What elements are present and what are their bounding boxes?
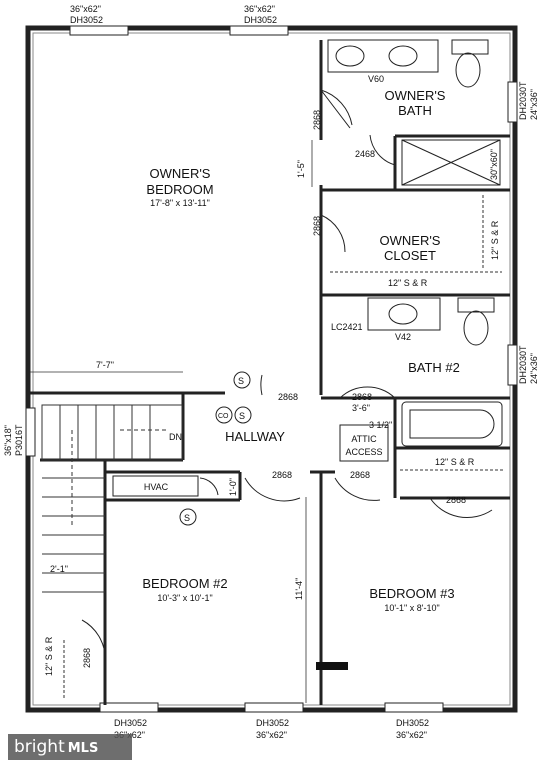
owners-bath-title-2: BATH xyxy=(398,103,432,118)
window-bottom2-size: 36"x62" xyxy=(256,730,287,740)
window-left-size: 36"x18" xyxy=(3,425,13,456)
owners-bedroom-title-2: BEDROOM xyxy=(146,182,213,197)
dim-1-5: 1'-5" xyxy=(296,160,306,178)
window-bottom2-code: DH3052 xyxy=(256,718,289,728)
attic-line-2: ACCESS xyxy=(345,447,382,457)
window-right2-code: DH2030T xyxy=(518,345,528,384)
hallway-title: HALLWAY xyxy=(225,429,285,444)
door-2468: 2468 xyxy=(355,149,375,159)
owners-bedroom-size: 17'-8" x 13'-11" xyxy=(150,198,210,208)
owners-closet-title-2: CLOSET xyxy=(384,248,436,263)
smoke-label-2: S xyxy=(239,411,245,421)
dimension-lines xyxy=(30,140,313,703)
smoke-label-3: S xyxy=(184,513,190,523)
co-label: CO xyxy=(218,413,229,420)
window-top2-code: DH3052 xyxy=(244,15,277,25)
door-bath2: 2868 xyxy=(352,392,372,402)
co-detector xyxy=(215,406,233,424)
fixtures xyxy=(112,39,503,497)
bedroom3-size: 10'-1" x 8'-10" xyxy=(384,603,439,613)
smoke-label-1: S xyxy=(238,376,244,386)
shelf-bedroom3: 12" S & R xyxy=(435,457,475,467)
detectors xyxy=(179,371,252,526)
dim-3-half: 3 1/2" xyxy=(369,420,392,430)
hvac-label: HVAC xyxy=(144,482,169,492)
window-left-code: P3016T xyxy=(14,424,24,456)
dim-2-1: 2'-1" xyxy=(50,564,68,574)
window-openings xyxy=(25,25,518,713)
shelf-closet-side: 12" S & R xyxy=(490,220,500,260)
dim-1-0: 1'-0" xyxy=(228,478,238,496)
dim-11-4: 11'-4" xyxy=(294,578,304,600)
shelf-bedroom2: 12" S & R xyxy=(44,636,54,676)
watermark-brand: bright xyxy=(14,737,65,757)
door-bedroom3-closet: 2868 xyxy=(446,495,466,505)
door-bath-entry: 2868 xyxy=(312,110,322,130)
door-owners-bedroom: 2868 xyxy=(278,392,298,402)
owners-closet-title-1: OWNER'S xyxy=(380,233,441,248)
dim-3-6: 3'-6" xyxy=(352,403,370,413)
stairs xyxy=(41,404,183,593)
window-top1-size: 36"x62" xyxy=(70,4,101,14)
bedroom2-title: BEDROOM #2 xyxy=(142,576,227,591)
window-top1-code: DH3052 xyxy=(70,15,103,25)
bath2-title: BATH #2 xyxy=(408,360,460,375)
vanity-v42: V42 xyxy=(395,332,411,342)
door-closet: 2868 xyxy=(312,216,322,236)
watermark-mls: MLS xyxy=(67,741,99,756)
window-bottom3-code: DH3052 xyxy=(396,718,429,728)
closet-shelves xyxy=(63,195,505,700)
window-right2-size: 24"x36" xyxy=(529,353,539,384)
door-swings xyxy=(81,89,493,666)
window-bottom3-size: 36"x62" xyxy=(396,730,427,740)
window-right1-code: DH2030T xyxy=(518,81,528,120)
window-bottom1-code: DH3052 xyxy=(114,718,147,728)
interior-walls xyxy=(28,40,510,705)
shower-size: 30"x60" xyxy=(489,149,499,180)
shelf-closet-bottom: 12" S & R xyxy=(388,278,428,288)
door-bedroom2-closet: 2868 xyxy=(82,648,92,668)
smoke-detector-1 xyxy=(233,371,251,389)
door-bedroom2: 2868 xyxy=(272,470,292,480)
vanity-v60: V60 xyxy=(368,74,384,84)
smoke-detector-2 xyxy=(234,406,252,424)
smoke-detector-3 xyxy=(179,508,197,526)
window-right1-size: 24"x36" xyxy=(529,89,539,120)
attic-line-1: ATTIC xyxy=(351,434,377,444)
bedroom2-size: 10'-3" x 10'-1" xyxy=(157,593,212,603)
door-bedroom3: 2868 xyxy=(350,470,370,480)
owners-bedroom-title-1: OWNER'S xyxy=(150,166,211,181)
linen-lc2421: LC2421 xyxy=(331,322,363,332)
bedroom3-title: BEDROOM #3 xyxy=(369,586,454,601)
owners-bath-title-1: OWNER'S xyxy=(385,88,446,103)
dim-7-7: 7'-7" xyxy=(96,360,114,370)
stairs-down-label: DN xyxy=(169,432,182,442)
window-top2-size: 36"x62" xyxy=(244,4,275,14)
wall-marker xyxy=(316,662,348,670)
